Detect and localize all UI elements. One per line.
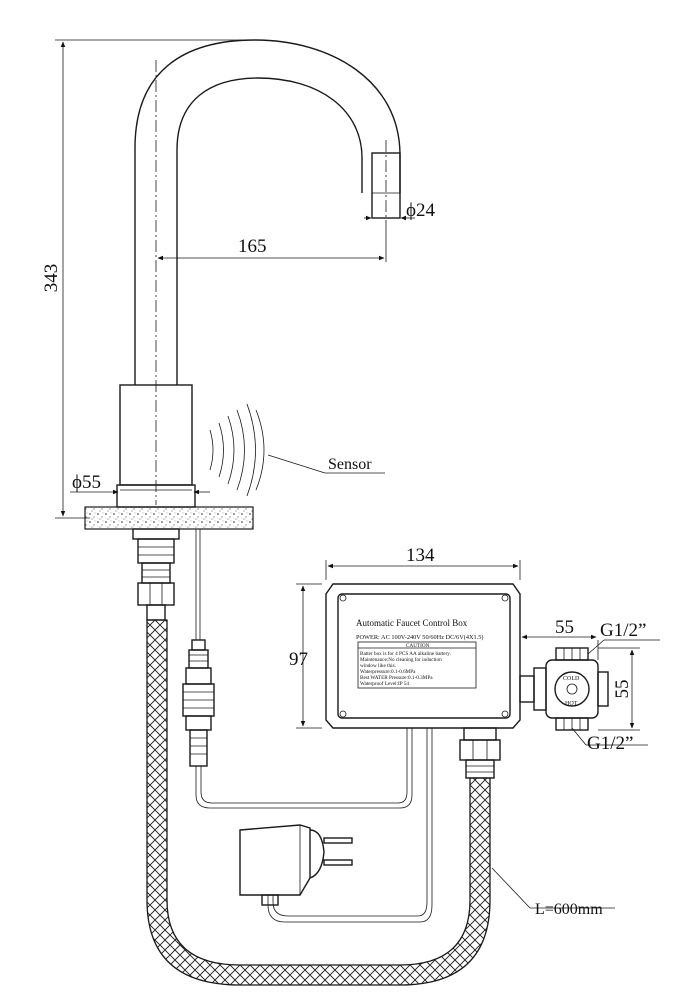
- hose-length-callout: L=600mm: [491, 867, 615, 918]
- caution-line-1: Batter box is for 4 PCS AA alkaline batt…: [360, 650, 451, 657]
- caution-line-5: Best WATER Pressure:0.1-0.3MPa: [360, 675, 433, 681]
- dimension-valve-height: 55: [598, 647, 640, 731]
- sensor-label: Sensor: [328, 456, 372, 473]
- valve-width-label: 55: [555, 617, 574, 638]
- control-box-power: POWER: AC 100V-240V 50/60Hz DC/6V(4X1.5): [356, 634, 484, 641]
- caution-line-2: Maintenance:No cleaning for induction: [360, 656, 442, 663]
- faucet-shank: [132, 528, 180, 621]
- height-label: 343: [41, 264, 62, 293]
- sensor-callout: Sensor: [267, 454, 385, 474]
- sensor-waves: [209, 403, 265, 497]
- dimension-box-height: 97: [289, 583, 322, 729]
- dimension-height: 343: [41, 39, 250, 519]
- sensor-cable: [182, 529, 413, 809]
- control-box-title: Automatic Faucet Control Box: [356, 618, 468, 628]
- caution-line-6: Waterproof Level:IP 54: [360, 680, 409, 687]
- hose-length-label: L=600mm: [535, 901, 603, 918]
- valve-cold-label: COLD: [563, 676, 580, 682]
- box-width-label: 134: [406, 545, 435, 566]
- box-outlet-fitting: [459, 727, 501, 779]
- power-adapter: [239, 728, 433, 923]
- outlet-diameter-label: ϕ24: [406, 200, 436, 221]
- faucet-spout: [134, 39, 401, 505]
- caution-line-3: window like this.: [360, 663, 396, 669]
- dimension-box-width: 134: [325, 545, 521, 580]
- countertop: [84, 506, 254, 530]
- dimension-valve-width: 55 G1/2”: [519, 617, 660, 672]
- base-diameter-label: ϕ55: [72, 472, 101, 493]
- reach-label: 165: [238, 236, 267, 257]
- dimension-base-diameter: ϕ55: [70, 472, 210, 495]
- dimension-outlet-diameter: ϕ24: [364, 200, 436, 221]
- dimension-reach: 165: [157, 230, 387, 262]
- caution-line-4: Waterpressure:0.1-0.6MPa: [360, 669, 416, 675]
- valve-height-label: 55: [612, 680, 633, 699]
- valve-hot-label: HOT: [565, 701, 578, 707]
- valve-assembly: COLD HOT: [519, 647, 609, 731]
- box-height-label: 97: [289, 649, 308, 670]
- outlet-thread-label: G1/2”: [587, 733, 633, 754]
- inlet-thread-label: G1/2”: [600, 620, 646, 641]
- control-box: Automatic Faucet Control Box POWER: AC 1…: [325, 583, 521, 729]
- outlet-thread-callout: G1/2”: [571, 727, 648, 754]
- braided-hose: [146, 619, 491, 986]
- caution-heading: CAUTION: [406, 643, 430, 649]
